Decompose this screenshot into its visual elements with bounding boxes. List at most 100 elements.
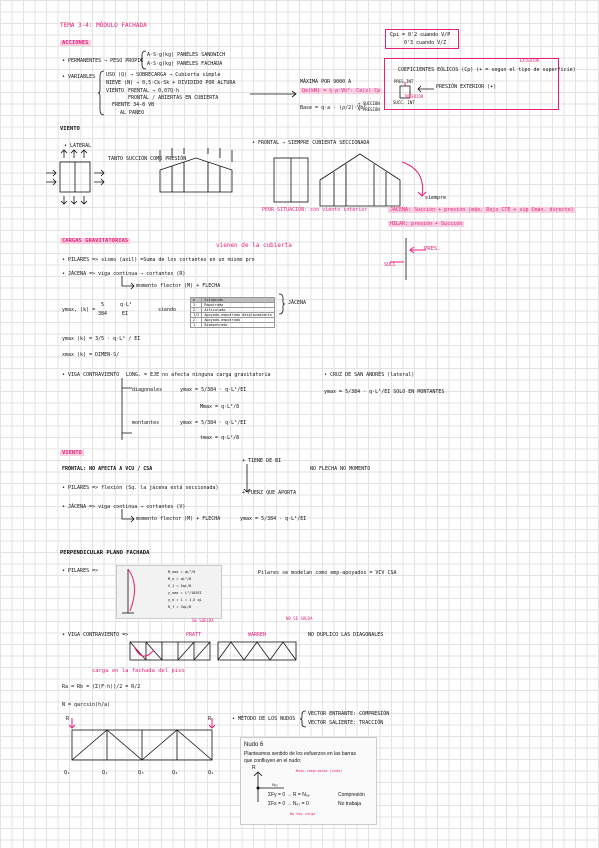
section-acciones: ACCIONES	[60, 40, 91, 46]
arrow-right-icon	[250, 90, 297, 98]
table-cell: 1	[189, 322, 203, 328]
coef-exterior: EXTERIOR	[520, 58, 540, 63]
nudo-small-2: No hay carga	[290, 812, 316, 816]
truss-nodes-icon	[68, 718, 216, 761]
montantes-text: montantes	[132, 420, 160, 426]
viento2-momento: momento flector (M) + FLECHA	[136, 516, 221, 522]
coef-line: COEFICIENTES EÓLICOS (Cp) (+ = segun el …	[398, 67, 576, 73]
frontal-building-icon	[273, 153, 401, 207]
section-viento-2: VIENTO	[60, 450, 84, 456]
truss-node: Q₃	[138, 770, 145, 776]
compresion-text: VECTOR ENTRANTE: COMPRESIÓN	[308, 711, 390, 717]
truss-diagram-icon	[129, 641, 297, 661]
brace-icon	[97, 70, 105, 116]
roof-load-icon	[159, 148, 233, 193]
nudo-eq-2-res: No trabaja	[338, 801, 362, 807]
frontal-line: FRONTAL / ABIERTAS EN CUBIERTA	[128, 95, 219, 101]
pres-label: PRES.	[424, 246, 441, 252]
viento-lateral: • LATERAL	[64, 143, 92, 149]
lateral-building-icon	[46, 149, 105, 205]
cruz-text: • CRUZ DE SAN ANDRÉS (lateral)	[324, 372, 415, 378]
maxima-line: MÁXIMA POR 9000 A	[300, 79, 352, 85]
cpi-line-2: 0'3 cuando V/Z	[404, 40, 447, 46]
diagonales-text: diagonales	[132, 387, 163, 393]
cpi-line-1: Cpi = 0'2 cuando V/P	[390, 32, 451, 38]
peor-situacion: PEOR SITUACIÓN: con viento interior	[262, 207, 367, 213]
tanto-text: TANTO SUCCIÓN COMO PRESIÓN	[108, 156, 187, 162]
siendo-text: siendo	[158, 307, 177, 313]
arrow-icon	[121, 276, 135, 290]
table-cell: Apoyado-empotrado desplazamiento	[201, 312, 275, 318]
jacena-side: JÁCENA	[288, 300, 307, 306]
se-suelda: SE SUELDA	[192, 618, 214, 623]
jacena-wind-text: JÁCENA: Succión + presión (máx. Rojo CTE…	[388, 207, 576, 213]
nudo-small-1: Nudo comprimido (nudo)	[296, 769, 343, 773]
bas-eq: Base = q·a · (ρ/2)·Vb²	[300, 105, 367, 111]
coeficientes-box	[384, 58, 559, 110]
bas-note: + SUCCIÓN + PRESIÓN	[358, 101, 380, 112]
truss-node: Q₂	[102, 770, 109, 776]
perp-viga: • VIGA CONTRAVIENTO =>	[62, 632, 129, 638]
table-cell: Biempotrado	[201, 322, 275, 328]
curved-arrow-icon	[401, 161, 427, 197]
tmax: tmax = q·L²/8	[200, 435, 240, 441]
brace-icon	[278, 293, 286, 315]
mmax: Mmax = q·L²/8	[200, 404, 240, 410]
permanentes-label: • PERMANENTES → PESO PROPIO	[62, 58, 144, 64]
arrow-left-icon	[417, 85, 434, 93]
ymax-fnum: q·L⁴	[120, 302, 133, 308]
ra-rb: Ra = Rb = (Σ(F·h))/2 = R/2	[62, 684, 141, 690]
ymax-num: 5	[101, 302, 105, 308]
qe-formula: Qe(kN) = ½·ρ·Vb²· Ce(z) Cp	[300, 88, 383, 94]
succ-label: SUCC	[384, 262, 397, 268]
nudo-card	[240, 737, 377, 825]
siempre-text: siempre	[425, 195, 447, 201]
coef-succ-int: SUCC. INT	[393, 100, 415, 105]
viga-cont-1: • VIGA CONTRAVIENTO	[62, 372, 120, 378]
truss-node: Q₁	[64, 770, 71, 776]
nudo-eq-1: ΣFy = 0 → R = N₆₆	[268, 792, 310, 798]
cargas-jacena: • JÁCENA => viga continua → cortantes (R…	[62, 271, 186, 277]
pil-eq: y_max = L⁴/185EI	[168, 591, 202, 595]
ymax-label: ymax, (k) =	[62, 307, 96, 313]
pil-eq: M_max = qL²/8	[168, 570, 196, 574]
bracket-icon	[121, 378, 132, 440]
arrow-icon	[121, 509, 135, 523]
perm-fachada: A·S·g(kg) PANELES FACHADA	[147, 61, 223, 67]
node-diagram-icon	[253, 771, 284, 802]
cargas-momento: momento flector (M) + FLECHA	[136, 283, 221, 289]
section-cargas: CARGAS GRAVITATORIAS	[60, 238, 131, 244]
frente-line: FRENTE 34-8 VB	[112, 102, 155, 108]
cargas-pilares: • PILARES => sismo (axil) =Suma de los c…	[62, 257, 255, 263]
truss-r-right: R	[208, 716, 212, 722]
coef-interior: INTERIOR	[404, 94, 424, 99]
section-perp: PERPENDICULAR PLANO FACHADA	[60, 550, 150, 556]
viento2-nota3: + FUERZ QUE APORTA	[242, 490, 297, 496]
carga-text: carga en la fachada del piso	[92, 668, 185, 674]
ymax-den: 384	[98, 311, 108, 317]
pil-eq: y_e = 1 = 1,5 qL	[168, 598, 202, 602]
pil-eq: R_f = 3qL/8	[168, 605, 192, 609]
cpi-box	[385, 29, 459, 49]
pil-note: Pilares se modelan como emp-apoyados = V…	[258, 570, 397, 576]
pilares-figure	[116, 565, 222, 619]
ymax-mont: ymax = 5/384 · q·L⁴/EI	[180, 420, 247, 426]
nudo-desc-2: que confluyen en el nudo:	[244, 758, 302, 764]
coef-presion-ext: PRESIÓN EXTERIOR (+)	[436, 84, 497, 90]
viento2-frontal: FRONTAL: NO AFECTA A VCU / CSA	[62, 466, 153, 472]
viento-frontal: • FRONTAL → SIEMPRE CUBIERTA SECCIONADA	[252, 140, 370, 146]
nudo-eq-1-res: Compresión	[338, 792, 365, 798]
hilar-wind-text: HILAR: presión + Succión	[388, 221, 465, 227]
ymax-fden: EI	[122, 311, 129, 317]
n-eq: N = qarcsin(h/a)	[62, 702, 111, 708]
no-suelda: NO SE SOLDA	[286, 616, 313, 621]
viento2-pilares: • PILARES => flexión (Sq. la jácena está…	[62, 485, 219, 491]
variables-label: • VARIABLES	[62, 74, 96, 80]
perm-sandwich: A·S·g(kg) PANELES SANDWICH	[147, 52, 226, 58]
building-icon	[399, 82, 411, 99]
warren-label: WARREN	[248, 632, 267, 638]
ymax-cruz: ymax = 5/384 · q·L⁴/EI SOLO EN MONTANTES	[324, 389, 445, 395]
perp-pilares: • PILARES =>	[62, 568, 99, 574]
coef-pres-int: PRES INT	[394, 79, 414, 84]
